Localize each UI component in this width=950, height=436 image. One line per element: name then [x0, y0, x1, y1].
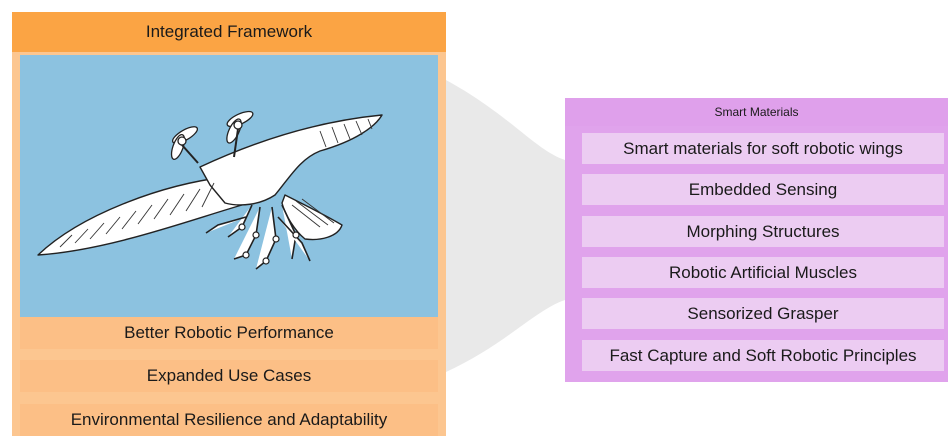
left-item-better-robotic-performance: Better Robotic Performance	[20, 317, 438, 349]
integrated-framework-panel: Integrated Framework	[12, 12, 446, 436]
right-item-embedded-sensing: Embedded Sensing	[582, 174, 944, 205]
smart-materials-panel: Smart Materials Smart materials for soft…	[565, 98, 948, 382]
integrated-framework-title: Integrated Framework	[12, 12, 446, 52]
left-item-environmental-resilience: Environmental Resilience and Adaptabilit…	[20, 404, 438, 436]
right-item-smart-materials-wings: Smart materials for soft robotic wings	[582, 133, 944, 164]
smart-materials-title: Smart Materials	[565, 98, 948, 126]
right-item-morphing-structures: Morphing Structures	[582, 216, 944, 247]
right-item-sensorized-grasper: Sensorized Grasper	[582, 298, 944, 329]
right-item-fast-capture: Fast Capture and Soft Robotic Principles	[582, 340, 944, 371]
left-item-expanded-use-cases: Expanded Use Cases	[20, 360, 438, 392]
robotic-bird-drone-icon	[37, 110, 383, 270]
robot-figure	[20, 55, 438, 317]
right-item-artificial-muscles: Robotic Artificial Muscles	[582, 257, 944, 288]
